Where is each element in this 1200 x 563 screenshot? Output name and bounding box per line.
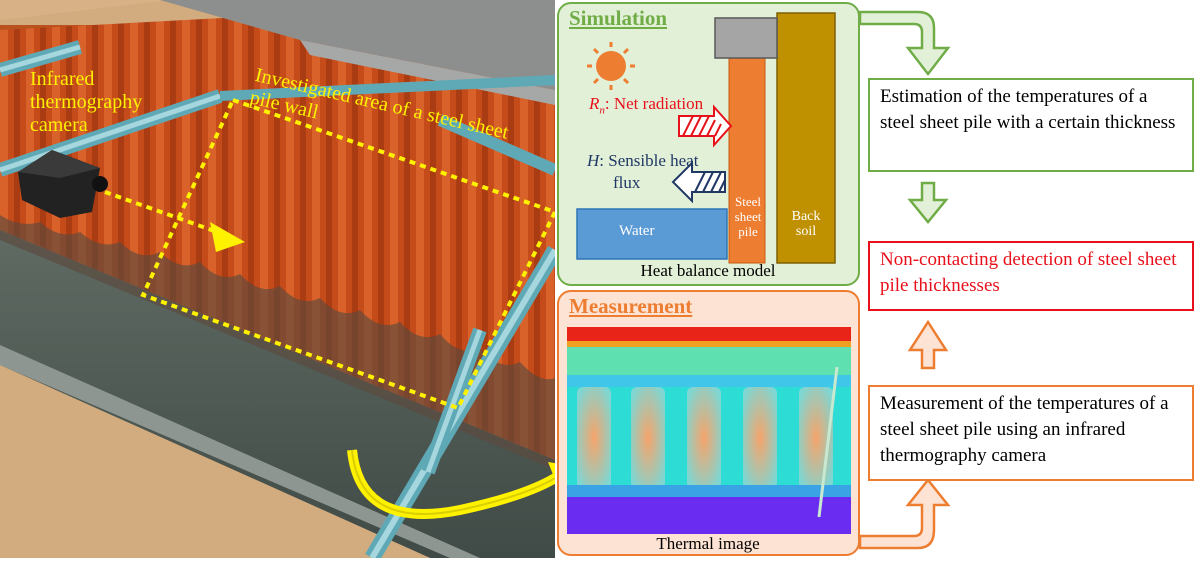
estimation-to-detection-arrow [907, 181, 949, 224]
thermal-image-caption: Thermal image [656, 534, 760, 553]
camera-icon [18, 150, 108, 218]
camera-arrow-head [210, 222, 245, 252]
simulation-panel: Simulation [557, 2, 860, 286]
measurement-title: Measurement [569, 294, 693, 318]
thermal-image [567, 327, 851, 534]
water-label: Water [619, 223, 655, 239]
flow-arrows [858, 10, 951, 550]
sensible-heat-arrow [671, 160, 726, 204]
estimation-box: Estimation of the temperatures of a stee… [868, 78, 1194, 172]
sun-icon [587, 42, 635, 90]
net-radiation-arrow [678, 104, 733, 148]
sim-to-estimation-arrow [858, 10, 951, 77]
scene-illustration [0, 0, 585, 563]
meas-to-measurement-arrow [858, 477, 951, 550]
measurement-to-detection-arrow [907, 319, 949, 370]
camera-label: Infrared thermography camera [30, 68, 143, 136]
heat-balance-diagram [576, 12, 836, 264]
back-soil-block [776, 12, 836, 264]
pile-wall-scene [0, 0, 585, 563]
net-radiation-label: Rn: Net radiation [589, 94, 704, 117]
water-block [576, 208, 728, 260]
heat-balance-caption: Heat balance model [640, 261, 776, 280]
measurement-box: Measurement of the temperatures of a ste… [868, 385, 1194, 481]
simulation-title: Simulation [569, 6, 668, 30]
detection-box: Non-contacting detection of steel sheet … [868, 241, 1194, 311]
measurement-panel: Measurement Thermal image [557, 290, 860, 556]
steel-pile-block [728, 55, 766, 264]
pile-cap-block [714, 17, 778, 59]
